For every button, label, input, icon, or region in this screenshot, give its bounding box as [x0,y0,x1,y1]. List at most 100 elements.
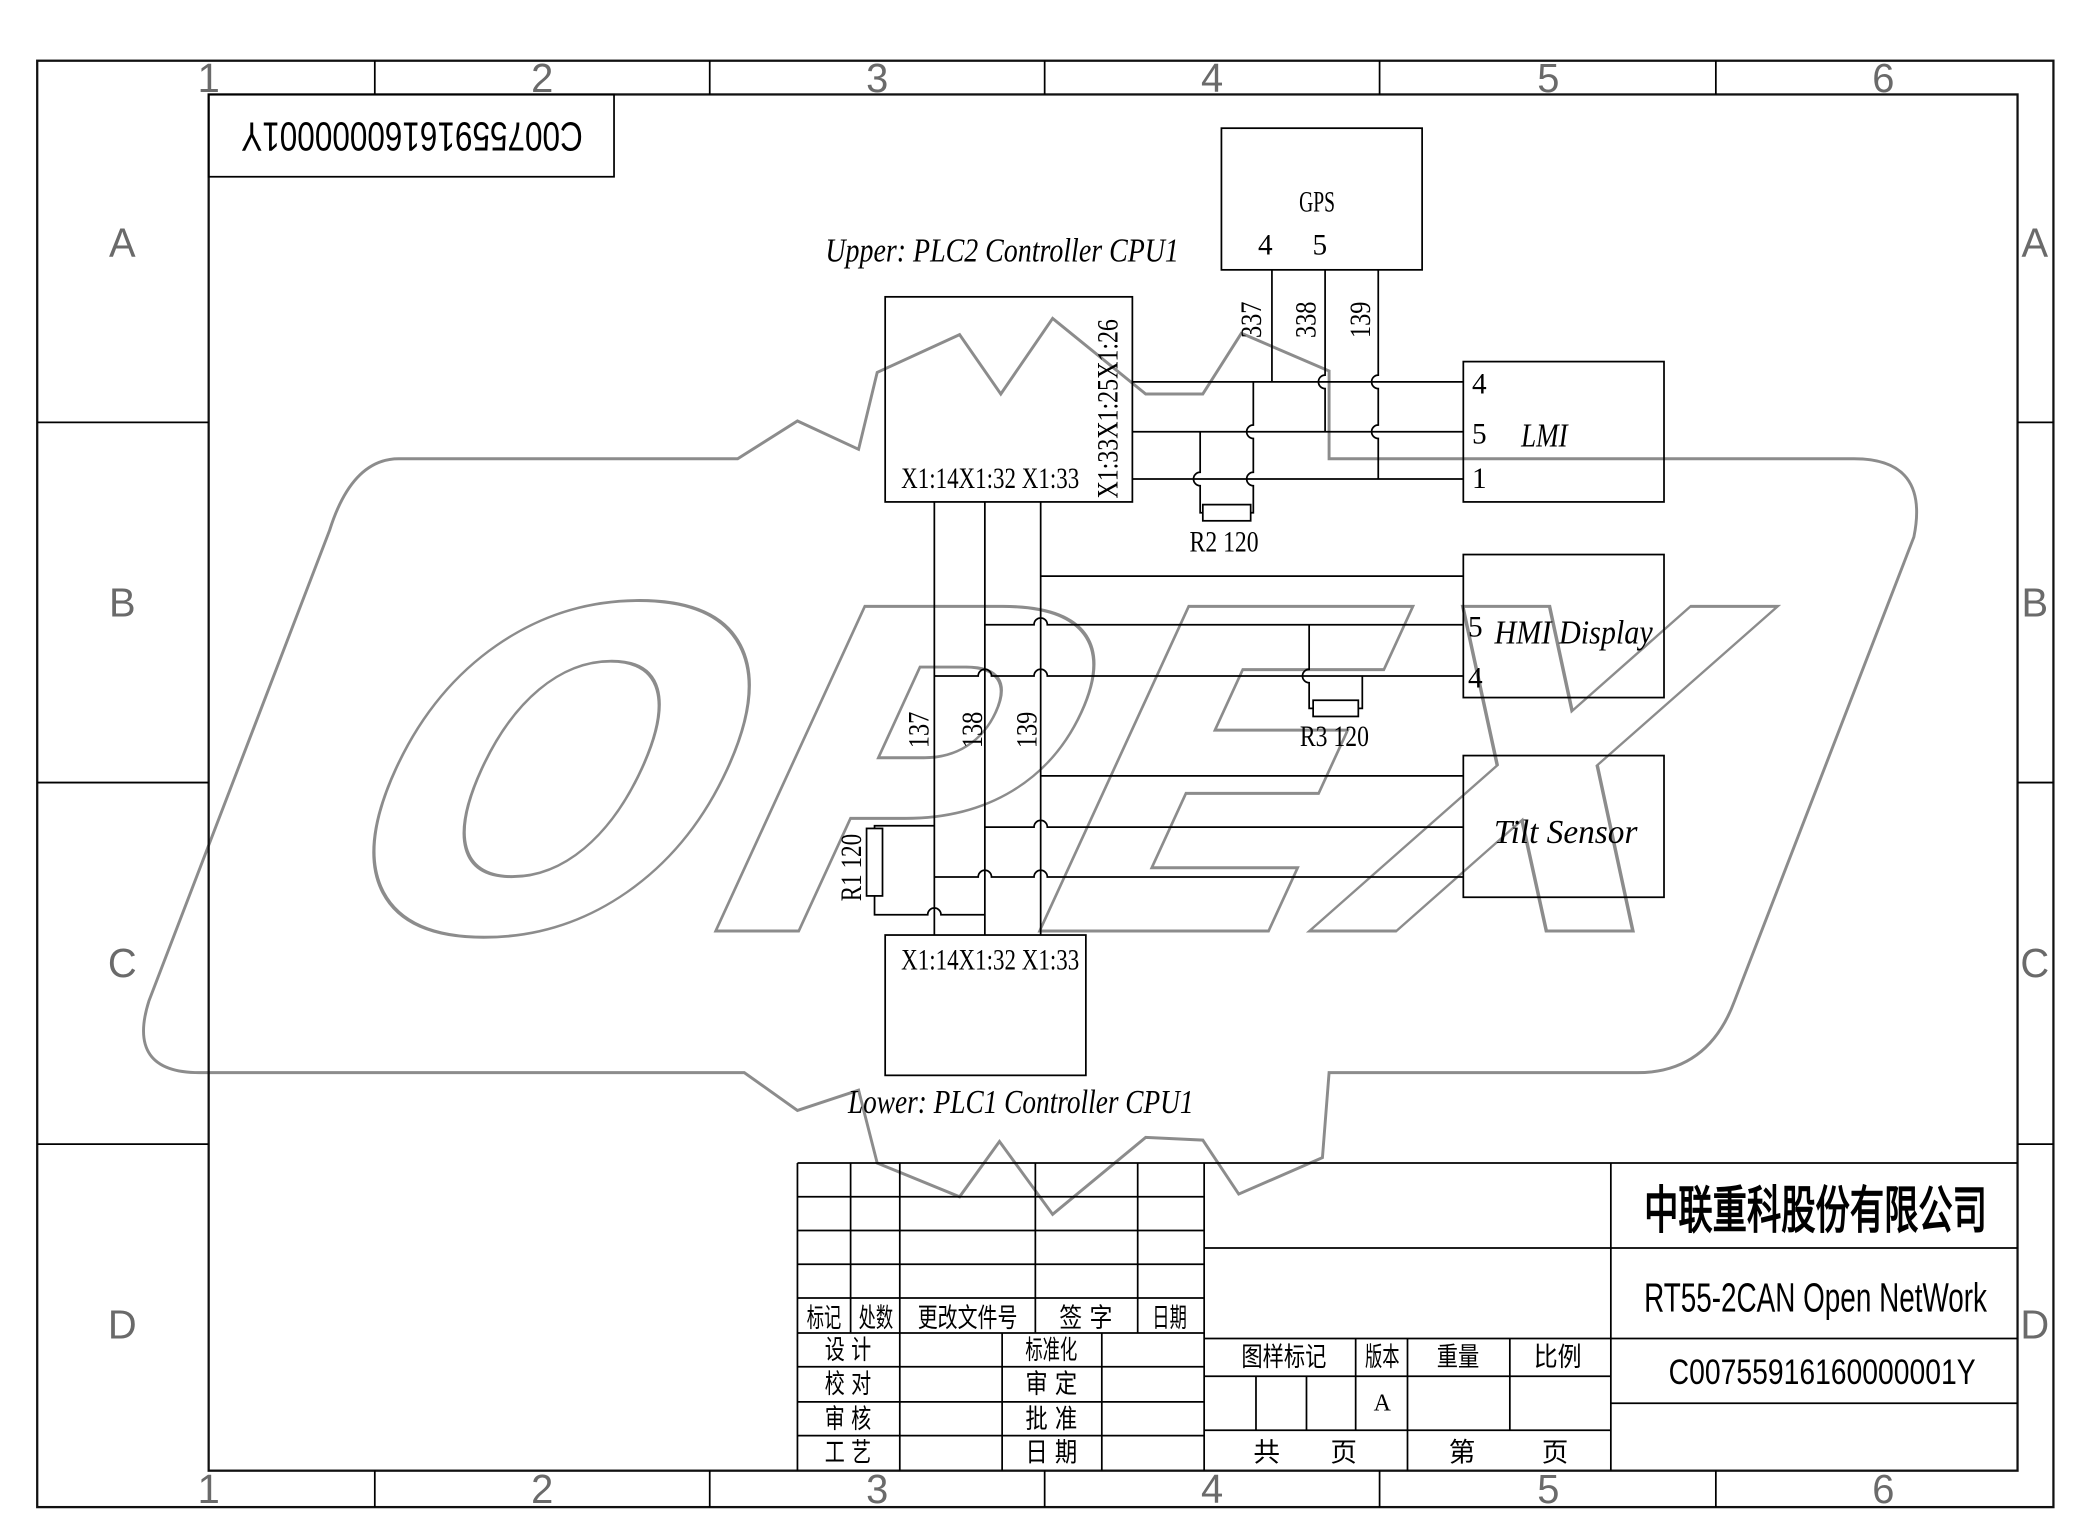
bus-wire-label-138: 138 [957,712,989,748]
zone-number-bottom-4: 4 [1201,1467,1223,1512]
info-header-version: 版本 [1365,1342,1400,1373]
zone-letter-left-c: C [108,941,137,986]
approval-approve: 批 准 [1025,1404,1077,1435]
zone-number-bottom-3: 3 [866,1467,888,1512]
zone-letter-right-c: C [2020,941,2049,986]
approval-design: 设 计 [825,1335,872,1366]
zone-number-top-6: 6 [1872,56,1894,101]
sheet-index-unit: 页 [1542,1438,1569,1469]
r2-right-lead [1245,381,1255,514]
lower-controller-title: Lower: PLC1 Controller CPU1 [847,1084,1193,1121]
revision-header-count: 处数 [859,1303,894,1334]
bus-wire-label-137: 137 [904,712,936,748]
upper-controller-side-terminals: X1:33X1:25X1:26 [1093,319,1125,498]
drawing-number: C00755916160000001Y [1669,1353,1976,1392]
gps-wire-139 [1370,269,1380,479]
revision-header-change-doc: 更改文件号 [918,1303,1018,1334]
r2-resistor-body [1201,503,1252,522]
r1-bottom-lead [873,895,985,916]
r3-left-lead [1301,624,1314,710]
info-header-scale: 比例 [1534,1342,1582,1373]
tilt-wire-can-low [984,819,1464,828]
tilt-wire-can-high [934,869,1464,878]
zone-number-top-2: 2 [531,56,553,101]
can-bus-trunk: 137 138 139 [904,501,1044,936]
opex-watermark: OPEX [142,316,1919,1217]
sheet-total-label: 共 [1253,1438,1280,1469]
gps-pin-5: 5 [1312,229,1327,261]
lower-plc-controller: X1:14X1:32 X1:33 Lower: PLC1 Controller … [847,934,1194,1121]
lmi-pin-4: 4 [1472,368,1487,400]
zone-number-bottom-5: 5 [1537,1467,1559,1512]
gps-title: GPS [1299,186,1335,218]
sheet-index-label: 第 [1449,1438,1476,1469]
r3-label: R3 120 [1300,721,1369,753]
hmi-box [1462,553,1665,699]
approval-review: 审 核 [825,1404,872,1435]
hmi-display-module: HMI Display 5 4 [934,553,1665,699]
lmi-pin-5: 5 [1472,418,1487,450]
approval-process: 工 艺 [825,1438,872,1469]
zone-number-top-1: 1 [198,56,220,101]
drawing-title: RT55-2CAN Open NetWork [1644,1275,1988,1320]
revision-header-mark: 标记 [807,1303,842,1334]
hmi-pin-4: 4 [1468,663,1483,695]
approval-standardization: 标准化 [1025,1335,1077,1366]
title-block: 标记 处数 更改文件号 签 字 日期 设 计 校 对 审 核 工 艺 标准化 审… [796,1162,2018,1471]
r2-label: R2 120 [1190,526,1259,558]
hmi-wire-can-low [984,617,1464,626]
gps-wire-label-338: 338 [1291,302,1323,338]
hmi-pin-5: 5 [1468,611,1483,643]
info-header-weight: 重量 [1437,1342,1480,1373]
zone-number-top-4: 4 [1201,56,1223,101]
corner-drawing-number: C00755916160000001Y [241,114,583,159]
r3-terminator: R3 120 [1300,624,1369,753]
gps-wire-338 [1317,269,1326,432]
upper-controller-box [884,295,1134,503]
zone-number-bottom-1: 1 [198,1467,220,1512]
bus-wire-label-139: 139 [1012,712,1044,748]
info-header-drawing-mark: 图样标记 [1241,1342,1326,1373]
zone-number-bottom-6: 6 [1872,1467,1894,1512]
sheet-total-unit: 页 [1330,1438,1357,1469]
company-name: 中联重科股份有限公司 [1644,1181,1987,1240]
zone-number-top-5: 5 [1537,56,1559,101]
approval-check: 校 对 [825,1369,872,1400]
gps-wire-label-139: 139 [1345,302,1377,338]
lower-controller-box [884,934,1087,1077]
gps-box [1220,127,1423,271]
zone-letter-left-a: A [109,220,136,265]
r1-label: R1 120 [836,834,868,901]
r2-terminator: R2 120 [1190,381,1259,559]
r1-resistor-body [865,827,884,897]
approval-verify: 审 定 [1025,1369,1077,1400]
gear-badge-outline [142,316,1919,1217]
r2-left-lead [1192,431,1203,514]
zone-letter-left-d: D [108,1302,137,1347]
gps-module: GPS 4 5 337 338 139 [1220,127,1423,479]
title-block-grid [796,1162,2018,1471]
approval-date: 日 期 [1025,1438,1077,1469]
zone-letter-right-b: B [2022,580,2049,625]
tilt-sensor-label: Tilt Sensor [1494,814,1639,851]
zone-dividers [37,60,2054,1508]
version-value: A [1374,1390,1392,1416]
gps-wire-label-337: 337 [1236,302,1268,338]
hmi-label: HMI Display [1494,614,1653,651]
zone-number-bottom-2: 2 [531,1467,553,1512]
r3-right-lead [1358,675,1364,710]
zone-letter-left-b: B [109,580,136,625]
zone-letter-right-a: A [2022,220,2049,265]
drawing-frame: 1 2 3 4 5 6 1 2 3 4 5 6 A B C D A B C D … [36,56,2055,1512]
zone-letter-right-d: D [2020,1302,2049,1347]
zone-number-top-3: 3 [866,56,888,101]
lmi-module: 4 5 1 LMI [1132,360,1665,503]
r1-top-lead [873,824,935,829]
r1-terminator: R1 120 [836,824,985,916]
lower-controller-top-terminals: X1:14X1:32 X1:33 [901,945,1079,977]
lmi-pin-1: 1 [1472,463,1487,495]
hmi-wire-can-high [934,668,1464,677]
revision-header-date: 日期 [1152,1303,1187,1334]
gps-pin-4: 4 [1258,229,1273,261]
